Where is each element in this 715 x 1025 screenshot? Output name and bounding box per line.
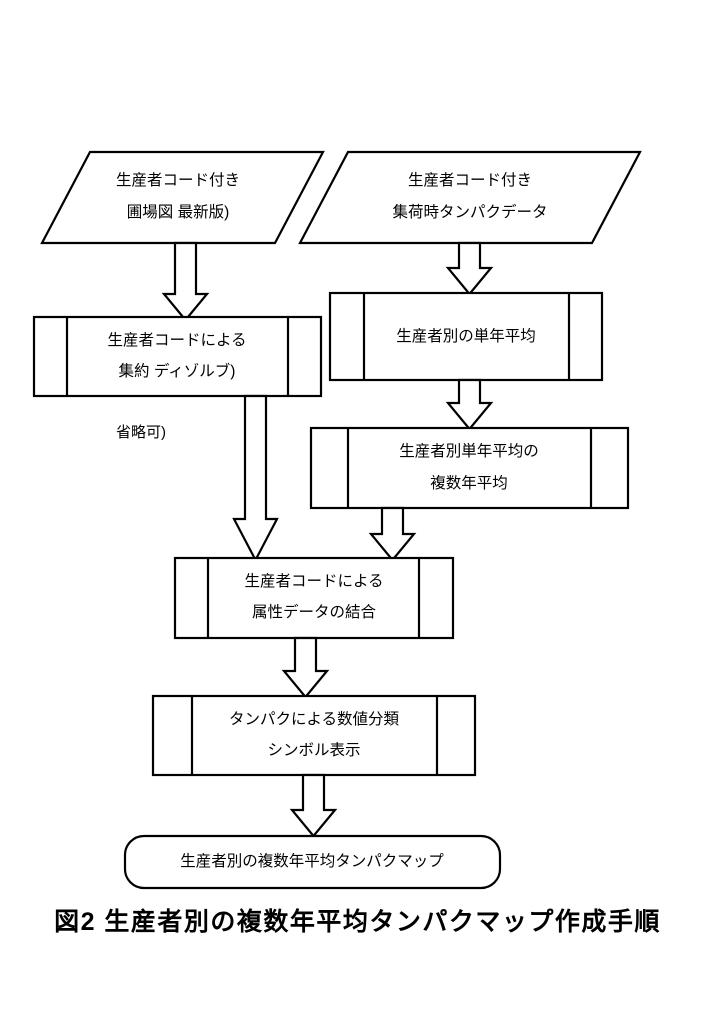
node-input-protein-data-line-1: 生産者コード付き xyxy=(408,171,532,189)
block-arrow-down-icon xyxy=(232,394,279,563)
block-arrow-down-icon xyxy=(161,241,210,322)
node-process-multi-year-average-line-2: 複数年平均 xyxy=(430,474,508,492)
edge-join-to-classify xyxy=(281,636,330,699)
node-process-dissolve-line-1: 生産者コードによる xyxy=(107,331,246,349)
node-output-protein-map: 生産者別の複数年平均タンパクマップ xyxy=(123,834,502,890)
node-input-field-map-line-2: 圃場図 最新版) xyxy=(127,203,229,221)
node-input-protein-data: 生産者コード付き 集荷時タンパクデータ xyxy=(298,150,642,245)
edge-protein-to-single-year xyxy=(445,241,494,296)
predefined-process-shape xyxy=(173,556,455,640)
block-arrow-down-icon xyxy=(445,378,494,431)
node-process-dissolve-line-2: 集約 ディゾルブ) xyxy=(119,361,236,380)
node-process-multi-year-average: 生産者別単年平均の 複数年平均 xyxy=(309,426,630,510)
node-process-multi-year-average-line-1: 生産者別単年平均の xyxy=(399,442,539,460)
node-process-join-attributes-line-2: 属性データの結合 xyxy=(252,602,377,621)
node-input-protein-data-line-2: 集荷時タンパクデータ xyxy=(392,202,547,221)
edge-multi-year-to-join xyxy=(368,506,417,562)
parallelogram-shape xyxy=(298,150,642,245)
rounded-rectangle-shape xyxy=(123,834,502,890)
node-process-dissolve: 生産者コードによる 集約 ディゾルブ) xyxy=(32,315,323,398)
predefined-process-shape xyxy=(151,694,477,777)
node-input-field-map: 生産者コード付き 圃場図 最新版) xyxy=(40,150,325,245)
node-process-join-attributes: 生産者コードによる 属性データの結合 xyxy=(173,556,455,640)
block-arrow-down-icon xyxy=(289,773,338,838)
predefined-process-shape xyxy=(309,426,630,510)
block-arrow-down-icon xyxy=(445,241,494,296)
node-process-single-year-average-line-1: 生産者別の単年平均 xyxy=(396,327,536,345)
predefined-process-shape xyxy=(32,315,323,398)
edge-map-to-dissolve xyxy=(161,241,210,322)
predefined-process-shape xyxy=(328,291,604,382)
node-process-single-year-average: 生産者別の単年平均 xyxy=(328,291,604,382)
node-process-classify-symbolize-line-2: シンボル表示 xyxy=(267,741,360,759)
annotation-optional-note: 省略可) xyxy=(116,424,166,441)
edge-dissolve-to-join xyxy=(232,394,279,563)
node-input-field-map-line-1: 生産者コード付き xyxy=(116,171,240,189)
figure-caption: 図2 生産者別の複数年平均タンパクマップ作成手順 xyxy=(54,908,661,936)
block-arrow-down-icon xyxy=(368,506,417,562)
node-process-classify-symbolize-line-1: タンパクによる数値分類 xyxy=(229,710,400,728)
edge-single-to-multi-year xyxy=(445,378,494,431)
node-output-protein-map-line-1: 生産者別の複数年平均タンパクマップ xyxy=(180,852,444,870)
edge-classify-to-output xyxy=(289,773,338,838)
node-process-classify-symbolize: タンパクによる数値分類 シンボル表示 xyxy=(151,694,477,777)
block-arrow-down-icon xyxy=(281,636,330,699)
node-process-join-attributes-line-1: 生産者コードによる xyxy=(244,572,383,590)
parallelogram-shape xyxy=(40,150,325,245)
